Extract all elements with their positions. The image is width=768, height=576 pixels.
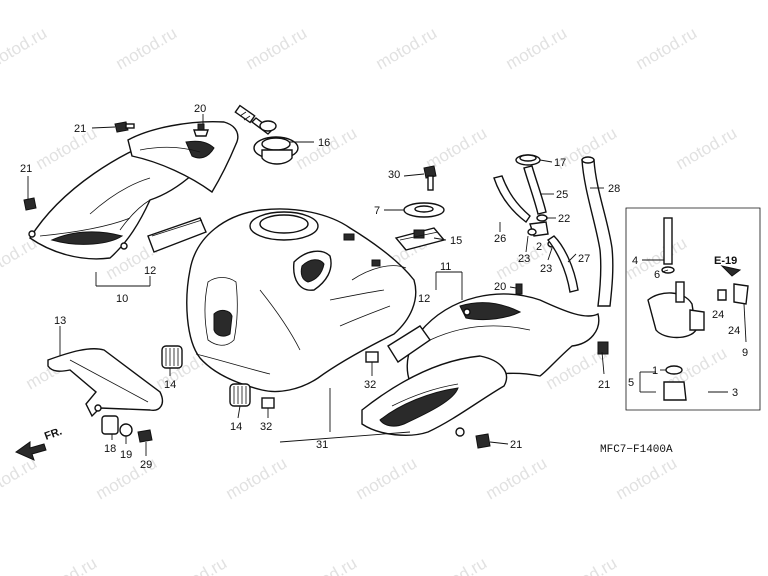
pad-32-a bbox=[261, 397, 275, 409]
watermark: motod.ru bbox=[0, 453, 40, 503]
screw-20-right bbox=[515, 283, 523, 295]
callout-30: 30 bbox=[388, 169, 400, 181]
front-direction-arrow: FR. bbox=[14, 425, 64, 461]
clip-24-b bbox=[733, 283, 749, 305]
foam-pad-left bbox=[147, 217, 207, 253]
foam-pad-right bbox=[387, 325, 431, 363]
callout-21-top: 21 bbox=[74, 123, 86, 135]
reference-label: E-19 bbox=[714, 255, 737, 267]
clip-22 bbox=[536, 214, 548, 222]
bolt-21-shroud bbox=[114, 121, 135, 133]
callout-10: 10 bbox=[116, 293, 128, 305]
watermark: motod.ru bbox=[553, 553, 621, 576]
callout-23-b: 23 bbox=[540, 263, 552, 275]
callout-32-a: 32 bbox=[260, 421, 272, 433]
left-shroud-inner bbox=[127, 120, 239, 194]
bolt-21-left bbox=[23, 197, 37, 211]
mount-rubber-14-b bbox=[229, 383, 251, 407]
callout-26: 26 bbox=[494, 233, 506, 245]
watermark: motod.ru bbox=[353, 453, 421, 503]
callout-5: 5 bbox=[628, 377, 634, 389]
mount-rubber-14-a bbox=[161, 345, 183, 369]
watermark: motod.ru bbox=[483, 453, 551, 503]
callout-11: 11 bbox=[440, 261, 451, 273]
watermark: motod.ru bbox=[33, 123, 101, 173]
callout-22: 22 bbox=[558, 213, 570, 225]
watermark: motod.ru bbox=[243, 23, 311, 73]
clip-23-a bbox=[527, 228, 537, 236]
fuel-pump-bracket bbox=[394, 227, 446, 251]
callout-16: 16 bbox=[318, 137, 330, 149]
fuel-valve-box bbox=[625, 207, 761, 411]
callout-13: 13 bbox=[54, 315, 66, 327]
hose-28 bbox=[581, 156, 614, 307]
callout-19: 19 bbox=[120, 449, 132, 461]
watermark: motod.ru bbox=[293, 553, 361, 576]
hose-25 bbox=[523, 165, 547, 215]
collar-19 bbox=[119, 423, 133, 437]
hose-clip-17 bbox=[515, 154, 541, 166]
callout-2: 2 bbox=[536, 241, 542, 253]
callout-4: 4 bbox=[632, 255, 638, 267]
callout-24-a: 24 bbox=[712, 309, 724, 321]
callout-20-top: 20 bbox=[194, 103, 206, 115]
hose-26 bbox=[493, 175, 531, 224]
callout-1: 1 bbox=[652, 365, 658, 377]
callout-6: 6 bbox=[654, 269, 660, 281]
filler-cap bbox=[234, 104, 299, 165]
right-lower-shroud bbox=[361, 355, 508, 437]
callout-24-b: 24 bbox=[728, 325, 740, 337]
watermark: motod.ru bbox=[163, 553, 231, 576]
callout-3: 3 bbox=[732, 387, 738, 399]
tank-bracket bbox=[47, 348, 164, 418]
callout-14-a: 14 bbox=[164, 379, 176, 391]
watermark: motod.ru bbox=[423, 553, 491, 576]
callout-18: 18 bbox=[104, 443, 116, 455]
callout-12-left: 12 bbox=[144, 265, 156, 277]
screw-20-top bbox=[193, 123, 209, 137]
bolt-21-right bbox=[597, 341, 609, 355]
hose-24-a bbox=[717, 289, 727, 301]
callout-31: 31 bbox=[316, 439, 328, 451]
callout-28: 28 bbox=[608, 183, 620, 195]
callout-12-right: 12 bbox=[418, 293, 430, 305]
front-label: FR. bbox=[43, 425, 64, 442]
bolt-30 bbox=[423, 165, 437, 191]
bolt-21-bottom bbox=[475, 433, 491, 449]
watermark: motod.ru bbox=[673, 123, 741, 173]
watermark: motod.ru bbox=[373, 23, 441, 73]
callout-20-right: 20 bbox=[494, 281, 506, 293]
callout-labels: 1 2 3 4 5 6 7 9 10 11 12 12 13 14 14 15 … bbox=[20, 103, 748, 471]
callout-23-a: 23 bbox=[518, 253, 530, 265]
callout-25: 25 bbox=[556, 189, 568, 201]
callout-21-left: 21 bbox=[20, 163, 32, 175]
leader-lines bbox=[27, 114, 747, 456]
callout-21-bottom: 21 bbox=[510, 439, 522, 451]
diagram-code: MFC7−F1400A bbox=[600, 444, 673, 456]
gasket-ring bbox=[403, 202, 445, 218]
callout-9: 9 bbox=[742, 347, 748, 359]
watermark: motod.ru bbox=[223, 453, 291, 503]
watermark: motod.ru bbox=[503, 23, 571, 73]
watermark: motod.ru bbox=[613, 453, 681, 503]
callout-32-b: 32 bbox=[364, 379, 376, 391]
bolt-29 bbox=[137, 429, 153, 443]
callout-17: 17 bbox=[554, 157, 566, 169]
pad-32-b bbox=[365, 351, 379, 363]
callout-14-b: 14 bbox=[230, 421, 242, 433]
callout-21-right: 21 bbox=[598, 379, 610, 391]
callout-27: 27 bbox=[578, 253, 590, 265]
watermark: motod.ru bbox=[0, 23, 50, 73]
e19-arrow bbox=[720, 265, 742, 277]
hose-27 bbox=[546, 235, 579, 293]
callout-7: 7 bbox=[374, 205, 380, 217]
callout-29: 29 bbox=[140, 459, 152, 471]
watermark: motod.ru bbox=[33, 553, 101, 576]
watermark: motod.ru bbox=[633, 23, 701, 73]
watermark: motod.ru bbox=[113, 23, 181, 73]
fuel-tank bbox=[186, 208, 417, 393]
damper-18 bbox=[101, 415, 119, 435]
callout-15: 15 bbox=[450, 235, 462, 247]
